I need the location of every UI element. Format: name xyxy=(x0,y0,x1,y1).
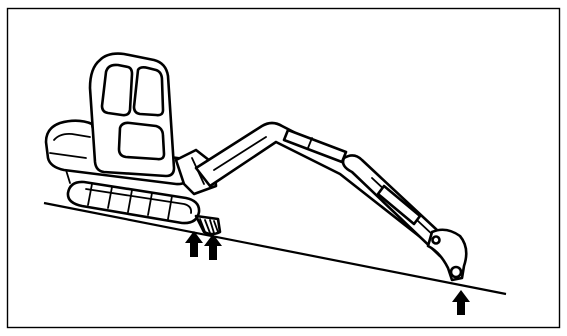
cab xyxy=(90,54,174,176)
